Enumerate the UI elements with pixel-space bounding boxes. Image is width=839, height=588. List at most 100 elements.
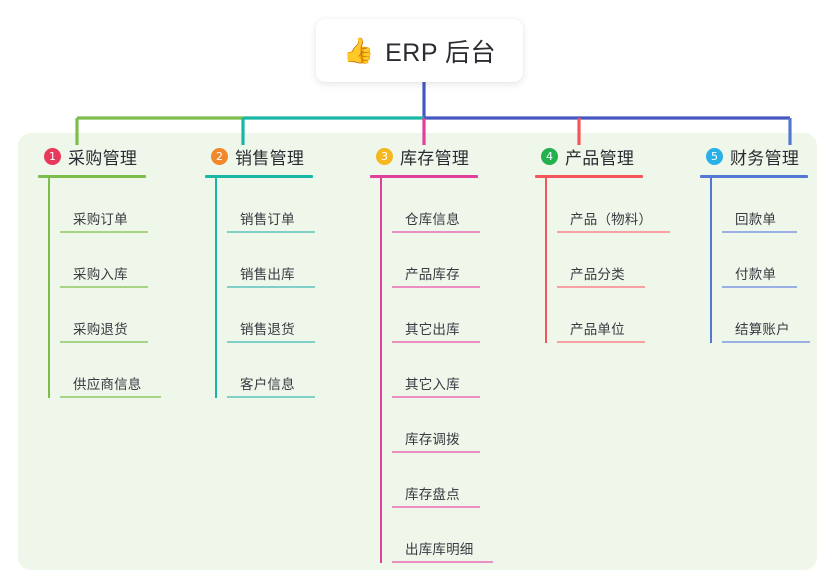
branch-number-badge: 2 bbox=[211, 147, 228, 165]
branch-item-label: 产品（物料） bbox=[570, 212, 653, 227]
branch-column-采购管理[interactable]: 1 采购管理采购订单采购入库采购退货供应商信息 bbox=[38, 143, 188, 398]
branch-item-list: 采购订单采购入库采购退货供应商信息 bbox=[38, 178, 188, 398]
branch-item[interactable]: 产品（物料） bbox=[545, 178, 695, 233]
branch-title: 销售管理 bbox=[235, 148, 305, 168]
branch-item[interactable]: 其它出库 bbox=[380, 288, 530, 343]
branch-header-rule bbox=[38, 175, 146, 178]
branch-item-label: 销售订单 bbox=[240, 212, 295, 227]
branch-item-label: 销售退货 bbox=[240, 322, 295, 337]
branch-item-label: 结算账户 bbox=[735, 322, 790, 337]
branch-header-rule bbox=[700, 175, 808, 178]
branch-number-badge: 1 bbox=[44, 147, 61, 165]
diagram-panel bbox=[18, 133, 817, 570]
branch-item[interactable]: 仓库信息 bbox=[380, 178, 530, 233]
branch-column-产品管理[interactable]: 4 产品管理产品（物料） 产品分类产品单位 bbox=[535, 143, 695, 343]
branch-header-产品管理[interactable]: 4 产品管理 bbox=[535, 143, 695, 169]
branch-item[interactable]: 其它入库 bbox=[380, 343, 530, 398]
branch-title: 财务管理 bbox=[730, 148, 800, 168]
branch-item-rule bbox=[722, 231, 797, 233]
branch-item[interactable]: 销售订单 bbox=[215, 178, 355, 233]
branch-header-销售管理[interactable]: 2 销售管理 bbox=[205, 143, 355, 169]
branch-item-rule bbox=[392, 341, 480, 343]
branch-item[interactable]: 回款单 bbox=[710, 178, 839, 233]
branch-item-label: 出库库明细 bbox=[405, 542, 474, 557]
branch-item-list: 销售订单销售出库销售退货客户信息 bbox=[205, 178, 355, 398]
branch-item[interactable]: 结算账户 bbox=[710, 288, 839, 343]
branch-column-销售管理[interactable]: 2 销售管理销售订单销售出库销售退货客户信息 bbox=[205, 143, 355, 398]
branch-item-label: 产品库存 bbox=[405, 267, 460, 282]
branch-column-库存管理[interactable]: 3 库存管理仓库信息产品库存其它出库其它入库库存调拨库存盘点出库库明细 bbox=[370, 143, 530, 563]
branch-header-rule bbox=[535, 175, 643, 178]
branch-item[interactable]: 供应商信息 bbox=[48, 343, 188, 398]
branch-item[interactable]: 销售退货 bbox=[215, 288, 355, 343]
branch-item[interactable]: 采购订单 bbox=[48, 178, 188, 233]
branch-item-rule bbox=[392, 506, 480, 508]
branch-header-库存管理[interactable]: 3 库存管理 bbox=[370, 143, 530, 169]
branch-item-label: 采购订单 bbox=[73, 212, 128, 227]
branch-item-label: 销售出库 bbox=[240, 267, 295, 282]
branch-header-财务管理[interactable]: 5 财务管理 bbox=[700, 143, 839, 169]
branch-number-badge: 4 bbox=[541, 147, 558, 165]
branch-item-label: 仓库信息 bbox=[405, 212, 460, 227]
branch-number-badge: 5 bbox=[706, 147, 723, 165]
branch-item[interactable]: 采购入库 bbox=[48, 233, 188, 288]
branch-item-rule bbox=[227, 341, 315, 343]
branch-header-rule bbox=[205, 175, 313, 178]
branch-item-label: 回款单 bbox=[735, 212, 777, 227]
branch-item[interactable]: 产品单位 bbox=[545, 288, 695, 343]
branch-item-rule bbox=[227, 231, 315, 233]
branch-item-label: 供应商信息 bbox=[73, 377, 142, 392]
branch-item-rule bbox=[392, 396, 480, 398]
branch-item-rule bbox=[227, 396, 315, 398]
branch-item-rule bbox=[60, 286, 148, 288]
branch-item[interactable]: 付款单 bbox=[710, 233, 839, 288]
branch-item-rule bbox=[722, 286, 797, 288]
branch-item[interactable]: 产品库存 bbox=[380, 233, 530, 288]
branch-title: 产品管理 bbox=[565, 148, 635, 168]
branch-item-label: 客户信息 bbox=[240, 377, 295, 392]
branch-item[interactable]: 产品分类 bbox=[545, 233, 695, 288]
branch-title: 采购管理 bbox=[68, 148, 138, 168]
branch-title: 库存管理 bbox=[400, 148, 470, 168]
branch-item-rule bbox=[722, 341, 810, 343]
branch-item-label: 产品分类 bbox=[570, 267, 625, 282]
branch-item[interactable]: 库存调拨 bbox=[380, 398, 530, 453]
thumbs-up-icon: 👍 bbox=[342, 36, 375, 65]
branch-item[interactable]: 出库库明细 bbox=[380, 508, 530, 563]
branch-item-rule bbox=[557, 231, 670, 233]
branch-item-label: 库存调拨 bbox=[405, 432, 460, 447]
root-node-title: ERP 后台 bbox=[385, 38, 497, 67]
branch-item-rule bbox=[557, 286, 645, 288]
branch-spine bbox=[380, 178, 382, 563]
branch-item-rule bbox=[60, 341, 148, 343]
branch-item-list: 产品（物料） 产品分类产品单位 bbox=[535, 178, 695, 343]
branch-item[interactable]: 销售出库 bbox=[215, 233, 355, 288]
root-node-card[interactable]: 👍 ERP 后台 bbox=[316, 19, 523, 82]
branch-spine bbox=[545, 178, 547, 343]
branch-item-rule bbox=[392, 561, 493, 563]
branch-item-label: 采购退货 bbox=[73, 322, 128, 337]
branch-item-label: 其它入库 bbox=[405, 377, 460, 392]
branch-item-rule bbox=[60, 231, 148, 233]
branch-item-rule bbox=[557, 341, 645, 343]
branch-item[interactable]: 客户信息 bbox=[215, 343, 355, 398]
branch-item-list: 回款单付款单结算账户 bbox=[700, 178, 839, 343]
branch-column-财务管理[interactable]: 5 财务管理回款单付款单结算账户 bbox=[700, 143, 839, 343]
branch-item-label: 其它出库 bbox=[405, 322, 460, 337]
branch-header-采购管理[interactable]: 1 采购管理 bbox=[38, 143, 188, 169]
branch-item-label: 采购入库 bbox=[73, 267, 128, 282]
branch-number-badge: 3 bbox=[376, 147, 393, 165]
branch-spine bbox=[48, 178, 50, 398]
branch-item-rule bbox=[60, 396, 161, 398]
branch-item-rule bbox=[392, 286, 480, 288]
branch-spine bbox=[710, 178, 712, 343]
branch-item[interactable]: 采购退货 bbox=[48, 288, 188, 343]
branch-item-rule bbox=[392, 231, 480, 233]
branch-item-label: 付款单 bbox=[735, 267, 777, 282]
branch-item-rule bbox=[392, 451, 480, 453]
branch-item-list: 仓库信息产品库存其它出库其它入库库存调拨库存盘点出库库明细 bbox=[370, 178, 530, 563]
branch-spine bbox=[215, 178, 217, 398]
branch-item[interactable]: 库存盘点 bbox=[380, 453, 530, 508]
branch-header-rule bbox=[370, 175, 478, 178]
